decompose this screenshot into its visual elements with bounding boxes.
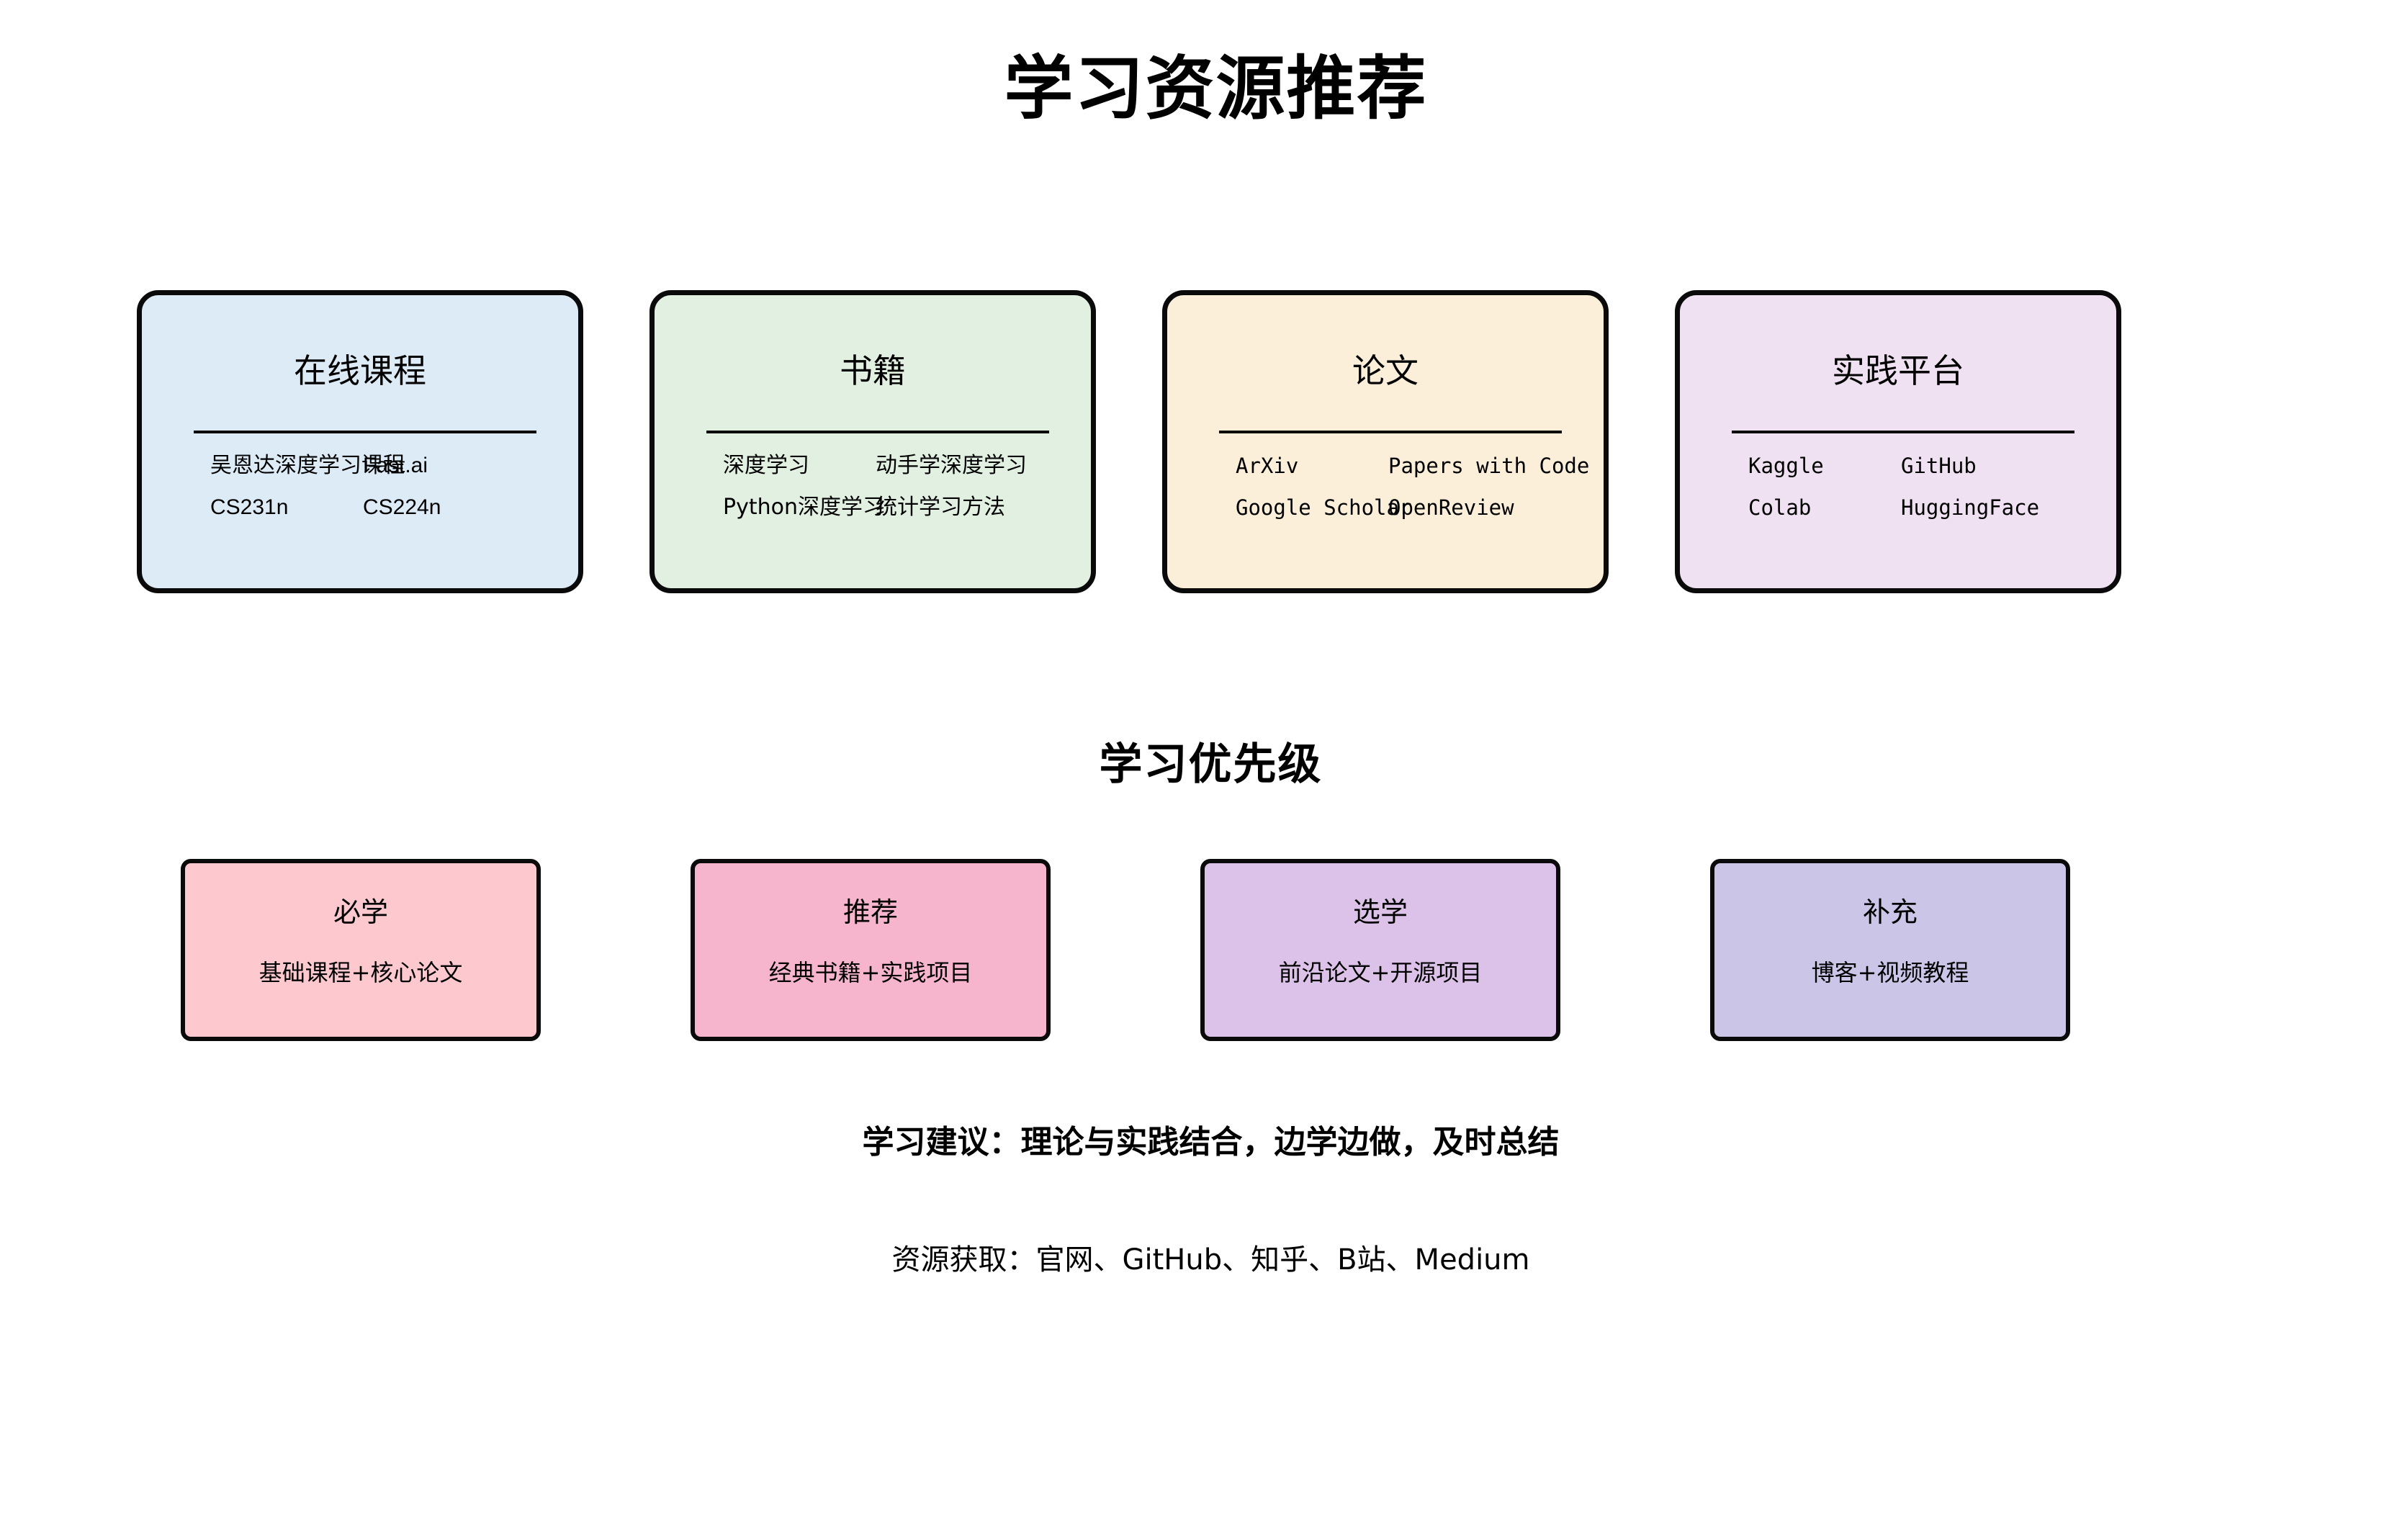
resource-box-title: 在线课程: [294, 351, 426, 390]
resource-item: OpenReview: [1388, 495, 1514, 520]
resource-channels-text: 资源获取：官网、GitHub、知乎、B站、Medium: [891, 1243, 1530, 1276]
divider-line: [706, 431, 1049, 433]
resource-item: CS231n: [210, 495, 289, 519]
resource-item: Papers with Code: [1388, 454, 1590, 478]
resource-box-online-courses: 在线课程 吴恩达深度学习课程 Fast.ai CS231n CS224n: [137, 290, 583, 593]
priority-box-optional: 选学 前沿论文+开源项目: [1200, 859, 1560, 1041]
priority-box-title: 选学: [1352, 896, 1408, 928]
priority-box-title: 推荐: [842, 896, 898, 928]
priority-box-desc: 博客+视频教程: [1811, 959, 1969, 986]
resource-box-title: 论文: [1352, 351, 1419, 390]
resource-box-papers: 论文 ArXiv Papers with Code Google Scholar…: [1162, 290, 1609, 593]
resource-box-books: 书籍 深度学习 动手学深度学习 Python深度学习 统计学习方法: [649, 290, 1096, 593]
priority-box-title: 补充: [1862, 896, 1918, 928]
resource-item: 深度学习: [723, 453, 809, 478]
resource-item: Colab: [1748, 495, 1812, 520]
resource-box-title: 书籍: [840, 351, 906, 390]
divider-line: [1219, 431, 1562, 433]
priority-box-must-learn: 必学 基础课程+核心论文: [181, 859, 541, 1041]
resource-item: Google Scholar: [1236, 495, 1412, 520]
priority-box-title: 必学: [333, 896, 388, 928]
resource-item: GitHub: [1901, 454, 1977, 478]
priority-box-supplementary: 补充 博客+视频教程: [1710, 859, 2070, 1041]
advice-text: 学习建议：理论与实践结合，边学边做，及时总结: [862, 1124, 1560, 1161]
resource-box-title: 实践平台: [1832, 351, 1964, 390]
resource-item: 吴恩达深度学习课程: [210, 453, 405, 478]
priority-box-recommended: 推荐 经典书籍+实践项目: [691, 859, 1051, 1041]
resource-item: Kaggle: [1748, 454, 1824, 478]
priority-box-desc: 基础课程+核心论文: [259, 959, 463, 986]
priority-section-title: 学习优先级: [1099, 739, 1323, 790]
divider-line: [1732, 431, 2074, 433]
resource-item: Fast.ai: [363, 454, 428, 477]
priority-box-desc: 前沿论文+开源项目: [1278, 959, 1483, 986]
priority-box-desc: 经典书籍+实践项目: [768, 959, 973, 986]
resource-item: 动手学深度学习: [876, 453, 1027, 478]
resource-item: 统计学习方法: [876, 495, 1005, 520]
resource-item: HuggingFace: [1901, 495, 2040, 520]
resource-item: Python深度学习: [723, 495, 884, 520]
resource-item: ArXiv: [1236, 454, 1299, 478]
divider-line: [194, 431, 536, 433]
resource-item: CS224n: [363, 495, 441, 519]
page-title: 学习资源推荐: [1004, 48, 1428, 129]
resource-box-practice-platforms: 实践平台 Kaggle GitHub Colab HuggingFace: [1675, 290, 2121, 593]
